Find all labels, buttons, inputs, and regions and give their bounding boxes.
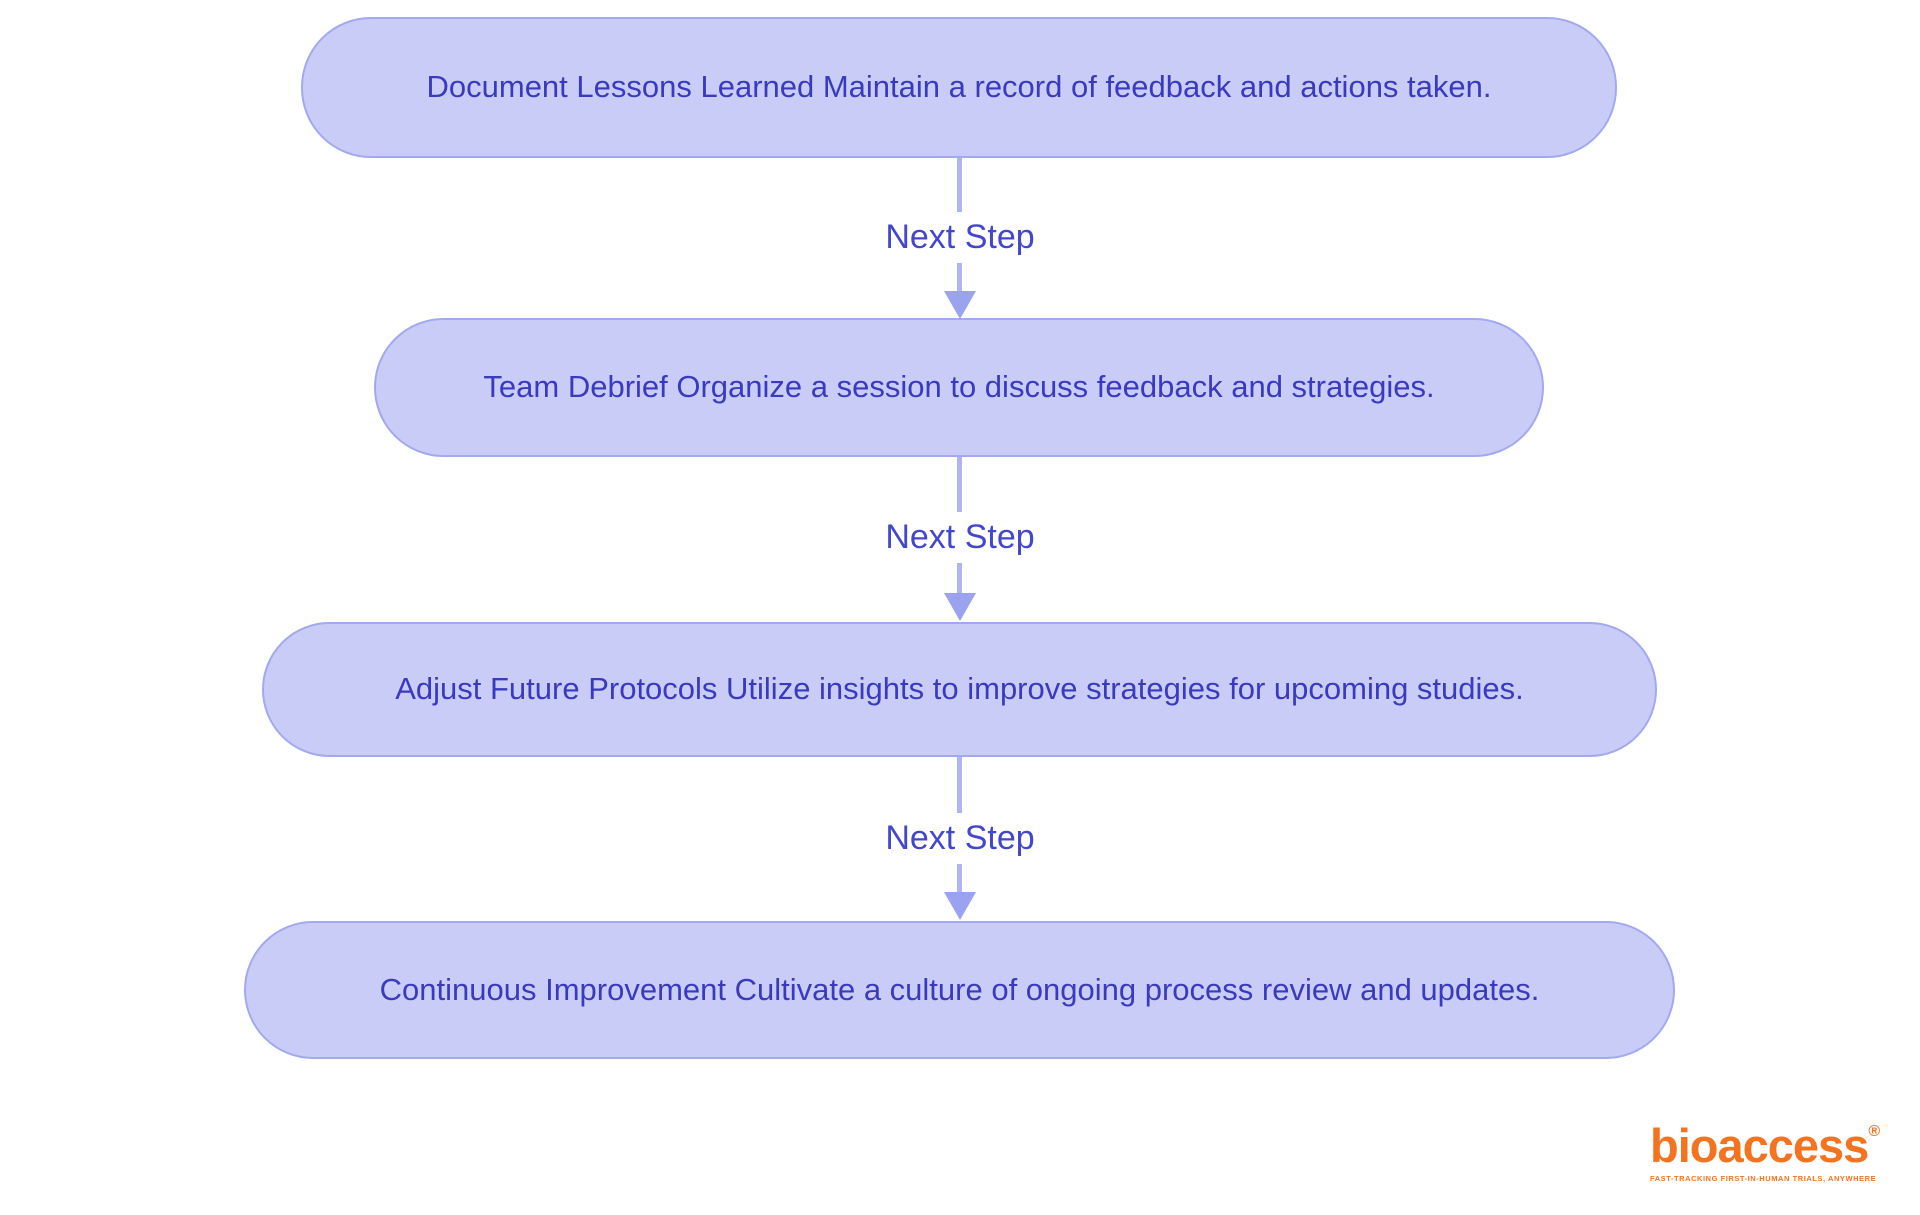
registered-trademark-icon: ®	[1868, 1123, 1881, 1140]
flow-node-text: Team Debrief Organize a session to discu…	[483, 369, 1435, 405]
flow-node-document-lessons-learned: Document Lessons Learned Maintain a reco…	[301, 17, 1617, 158]
bioaccess-wordmark-text: bioaccess	[1650, 1119, 1869, 1172]
flow-node-continuous-improvement: Continuous Improvement Cultivate a cultu…	[244, 921, 1675, 1059]
arrow-down-icon	[944, 593, 976, 621]
bioaccess-logo: bioaccess® FAST-TRACKING FIRST-IN-HUMAN …	[1650, 1122, 1880, 1183]
flow-node-text: Adjust Future Protocols Utilize insights…	[395, 671, 1524, 707]
flow-node-adjust-future-protocols: Adjust Future Protocols Utilize insights…	[262, 622, 1657, 757]
flow-node-text: Continuous Improvement Cultivate a cultu…	[379, 971, 1540, 1007]
arrow-down-icon	[944, 291, 976, 319]
connector-label-2: Next Step	[873, 512, 1047, 563]
flow-node-text: Document Lessons Learned Maintain a reco…	[426, 69, 1492, 105]
bioaccess-wordmark: bioaccess®	[1650, 1122, 1880, 1169]
arrow-down-icon	[944, 892, 976, 920]
connector-label-3: Next Step	[873, 813, 1047, 864]
flow-node-team-debrief: Team Debrief Organize a session to discu…	[374, 318, 1544, 457]
bioaccess-tagline: FAST-TRACKING FIRST-IN-HUMAN TRIALS, ANY…	[1650, 1174, 1877, 1183]
connector-label-1: Next Step	[873, 212, 1047, 263]
